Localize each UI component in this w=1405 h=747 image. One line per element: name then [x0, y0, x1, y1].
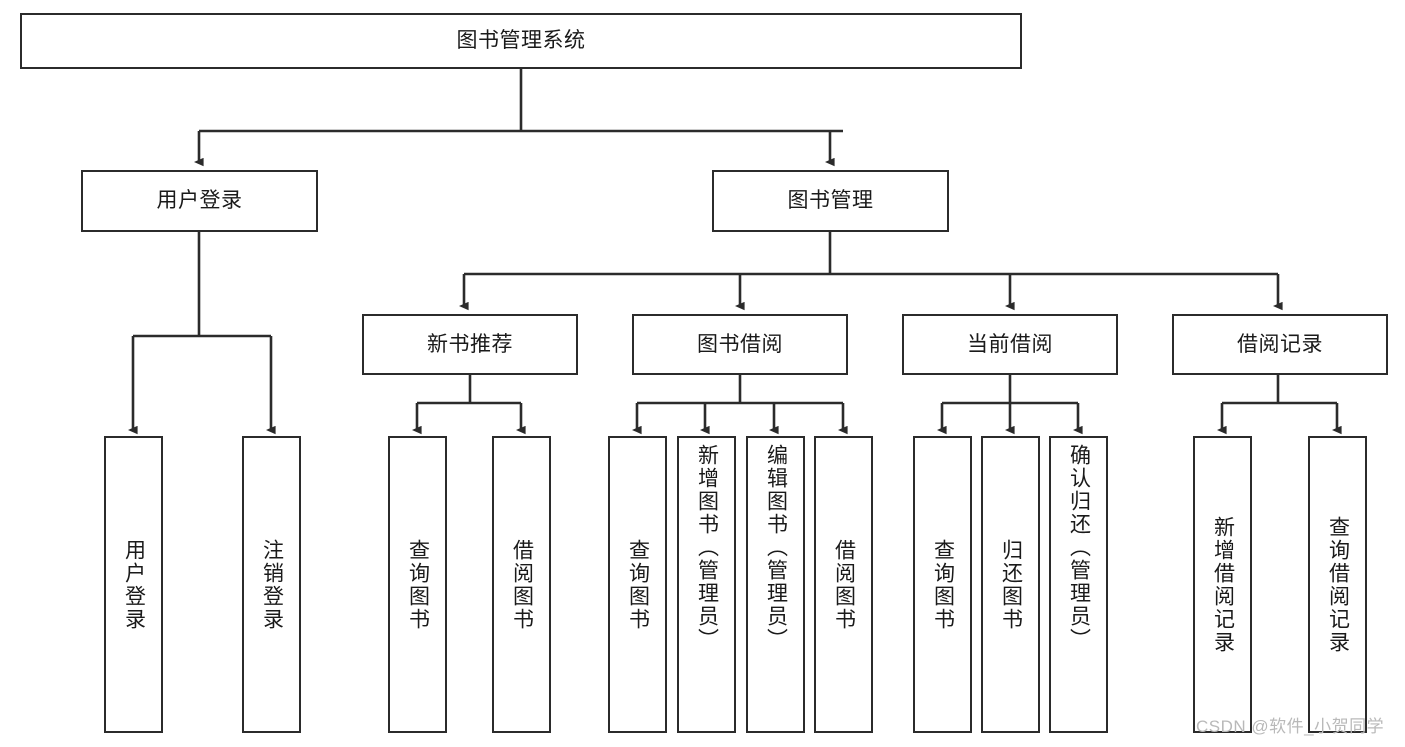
leaf-confirm-return-admin[interactable]: 确认归还（管理员） — [1049, 436, 1108, 733]
node-label: 确认归还（管理员） — [1067, 444, 1091, 651]
node-current-borrow[interactable]: 当前借阅 — [902, 314, 1118, 375]
node-label: 新增借阅记录 — [1211, 515, 1235, 654]
leaf-return-book[interactable]: 归还图书 — [981, 436, 1040, 733]
leaf-query-borrow-record[interactable]: 查询借阅记录 — [1308, 436, 1367, 733]
node-label: 查询借阅记录 — [1326, 515, 1350, 654]
leaf-query-book-current[interactable]: 查询图书 — [913, 436, 972, 733]
node-label: 图书管理 — [787, 189, 874, 213]
leaf-add-borrow-record[interactable]: 新增借阅记录 — [1193, 436, 1252, 733]
node-label: 查询图书 — [931, 538, 955, 631]
node-label: 借阅图书 — [832, 538, 856, 631]
leaf-logout[interactable]: 注销登录 — [242, 436, 301, 733]
node-label: 用户登录 — [122, 538, 146, 631]
node-label: 新增图书（管理员） — [695, 444, 719, 651]
leaf-user-login[interactable]: 用户登录 — [104, 436, 163, 733]
node-label: 借阅图书 — [510, 538, 534, 631]
node-label: 借阅记录 — [1237, 332, 1323, 356]
node-label: 归还图书 — [999, 538, 1023, 631]
node-book-borrow[interactable]: 图书借阅 — [632, 314, 848, 375]
leaf-query-book-borrow[interactable]: 查询图书 — [608, 436, 667, 733]
node-label: 新书推荐 — [427, 332, 513, 356]
node-label: 当前借阅 — [967, 332, 1053, 356]
node-label: 图书借阅 — [697, 332, 783, 356]
leaf-query-book-recommend[interactable]: 查询图书 — [388, 436, 447, 733]
watermark-text: CSDN @软件_小贺同学 — [1196, 717, 1385, 736]
node-label: 图书管理系统 — [456, 29, 586, 53]
node-label: 编辑图书（管理员） — [764, 444, 788, 651]
node-label: 查询图书 — [626, 538, 650, 631]
leaf-edit-book-admin[interactable]: 编辑图书（管理员） — [746, 436, 805, 733]
node-user-login[interactable]: 用户登录 — [81, 170, 318, 232]
node-label: 用户登录 — [156, 189, 243, 213]
leaf-borrow-book[interactable]: 借阅图书 — [814, 436, 873, 733]
leaf-add-book-admin[interactable]: 新增图书（管理员） — [677, 436, 736, 733]
node-borrow-records[interactable]: 借阅记录 — [1172, 314, 1388, 375]
node-label: 注销登录 — [260, 538, 284, 631]
node-root-book-management-system[interactable]: 图书管理系统 — [20, 13, 1022, 69]
leaf-borrow-book-recommend[interactable]: 借阅图书 — [492, 436, 551, 733]
node-label: 查询图书 — [406, 538, 430, 631]
node-new-book-recommendation[interactable]: 新书推荐 — [362, 314, 578, 375]
node-book-management[interactable]: 图书管理 — [712, 170, 949, 232]
